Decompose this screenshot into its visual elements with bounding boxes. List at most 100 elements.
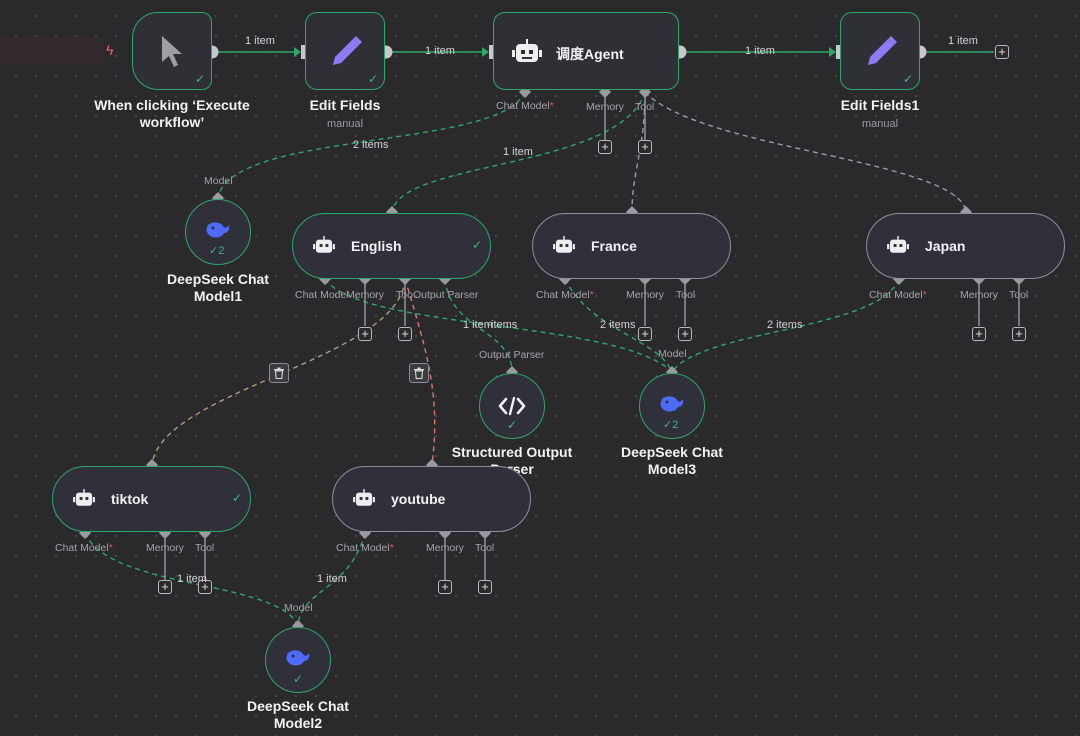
japan-add-memory-button[interactable]: + — [972, 327, 986, 341]
japan-chat-model-port[interactable]: Chat Model* — [869, 289, 927, 301]
youtube-memory-port[interactable]: Memory — [426, 542, 464, 554]
wire-youtube-model — [297, 532, 366, 627]
port-label: Chat Model — [336, 542, 390, 554]
france-tool-port[interactable]: Tool — [676, 289, 696, 301]
edit-fields1-title: Edit Fields1 — [840, 97, 920, 113]
france-memory-port[interactable]: Memory — [626, 289, 664, 301]
deepseek-whale-icon — [660, 396, 684, 412]
wire-agent-tool-japan — [644, 91, 967, 213]
success-check-icon: ✓ — [194, 72, 205, 86]
japan-tool-port[interactable]: Tool — [1009, 289, 1029, 301]
run-count: 2 — [672, 419, 679, 431]
edge-label: 1 item — [177, 573, 207, 585]
add-next-node-button[interactable]: + — [995, 45, 1009, 59]
tiktok-add-tool-button[interactable]: + — [198, 580, 212, 594]
english-add-tool-button[interactable]: + — [398, 327, 412, 341]
parser-output-port[interactable]: Output Parser — [479, 349, 545, 361]
agent-chat-model-port[interactable]: Chat Model* — [496, 100, 554, 112]
edge-label: 1 item — [948, 35, 978, 47]
youtube-add-memory-button[interactable]: + — [438, 580, 452, 594]
trigger-node[interactable]: ✓ — [132, 12, 212, 90]
delete-connection-button[interactable] — [269, 363, 289, 383]
edit-fields1-subtitle: manual — [861, 118, 899, 130]
tiktok-add-memory-button[interactable]: + — [158, 580, 172, 594]
english-add-memory-button[interactable]: + — [358, 327, 372, 341]
edge-label: 1 item — [245, 35, 275, 47]
pencil-icon — [333, 36, 362, 65]
wire-agent-model — [217, 91, 526, 199]
edit-fields-node[interactable]: ✓ — [305, 12, 385, 90]
trash-icon — [274, 367, 284, 379]
edit-fields1-node[interactable]: ✓ — [840, 12, 920, 90]
edge-label: 2 items — [353, 139, 389, 151]
edit-fields-subtitle: manual — [326, 118, 364, 130]
deepseek-whale-icon — [206, 222, 230, 238]
trigger-title: When clicking ‘Execute workflow’ — [94, 97, 250, 130]
required-marker: * — [922, 289, 927, 301]
deepseek1-title: DeepSeek Chat Model1 — [167, 271, 269, 304]
success-check-icon: ✓ — [231, 491, 242, 505]
wire-english-tool-youtube — [404, 278, 436, 466]
agent-memory-port[interactable]: Memory — [586, 101, 624, 113]
deepseek1-node[interactable]: ✓2 — [185, 199, 251, 265]
wire-english-model — [324, 278, 673, 373]
japan-add-tool-button[interactable]: + — [1012, 327, 1026, 341]
tiktok-tool-port[interactable]: Tool — [195, 542, 215, 554]
robot-icon — [353, 489, 375, 506]
deepseek3-title: DeepSeek Chat Model3 — [621, 444, 723, 477]
deepseek-whale-icon — [286, 650, 310, 666]
deepseek2-model-port[interactable]: Model — [284, 602, 313, 614]
trash-icon — [414, 367, 424, 379]
english-memory-port[interactable]: Memory — [346, 289, 384, 301]
japan-memory-port[interactable]: Memory — [960, 289, 998, 301]
robot-icon — [512, 39, 542, 62]
tiktok-chat-model-port[interactable]: Chat Model* — [55, 542, 113, 554]
wire-japan-model — [671, 278, 900, 373]
youtube-add-tool-button[interactable]: + — [478, 580, 492, 594]
agent-add-memory-button[interactable]: + — [598, 140, 612, 154]
japan-title: Japan — [925, 238, 966, 254]
deepseek2-node[interactable]: ✓ — [265, 627, 331, 693]
agent-add-tool-button[interactable]: + — [638, 140, 652, 154]
success-check-icon: ✓ — [663, 419, 673, 431]
france-add-tool-button[interactable]: + — [678, 327, 692, 341]
required-marker: * — [589, 289, 594, 301]
japan-node[interactable]: Japan — [866, 213, 1065, 279]
english-tool-port[interactable]: Too — [396, 289, 413, 301]
edge-label: 2 items — [600, 319, 636, 331]
youtube-chat-model-port[interactable]: Chat Model* — [336, 542, 394, 554]
edit-fields-title: Edit Fields — [309, 97, 381, 113]
france-chat-model-port[interactable]: Chat Model* — [536, 289, 594, 301]
required-marker: * — [549, 100, 554, 112]
english-node[interactable]: English ✓ — [292, 213, 491, 279]
port-label: Chat Model — [536, 289, 590, 301]
deepseek1-model-port[interactable]: Model — [204, 175, 233, 187]
france-add-memory-button[interactable]: + — [638, 327, 652, 341]
edge-label: items — [491, 319, 518, 331]
trigger-lightning-icon: ϟ — [106, 42, 114, 58]
wire-france-model — [564, 278, 673, 373]
delete-connection-button[interactable] — [409, 363, 429, 383]
wire-agent-tool-english — [391, 91, 646, 213]
france-node[interactable]: France — [532, 213, 731, 279]
deepseek3-node[interactable]: ✓2 — [639, 373, 705, 439]
english-chat-model-port[interactable]: Chat Mode — [295, 289, 347, 301]
success-check-icon: ✓ — [209, 245, 219, 257]
run-count: 2 — [218, 245, 225, 257]
tiktok-memory-port[interactable]: Memory — [146, 542, 184, 554]
edit-fields1-input-port — [836, 45, 841, 59]
english-output-parser-port[interactable]: Output Parser — [413, 289, 479, 301]
youtube-node[interactable]: youtube — [332, 466, 531, 532]
agent-node[interactable]: 调度Agent — [493, 12, 679, 90]
structured-output-parser-node[interactable]: ✓ — [479, 373, 545, 439]
edge-label: 1 item — [745, 45, 775, 57]
edge-label: 1 item — [317, 573, 347, 585]
deepseek3-model-port[interactable]: Model — [658, 348, 687, 360]
port-label: Chat Model — [869, 289, 923, 301]
tiktok-title: tiktok — [111, 491, 149, 507]
youtube-tool-port[interactable]: Tool — [475, 542, 495, 554]
agent-tool-port[interactable]: Tool — [635, 101, 655, 113]
success-check-icon: ✓ — [471, 238, 482, 252]
tiktok-node[interactable]: tiktok ✓ — [52, 466, 251, 532]
code-brackets-icon — [498, 396, 526, 416]
